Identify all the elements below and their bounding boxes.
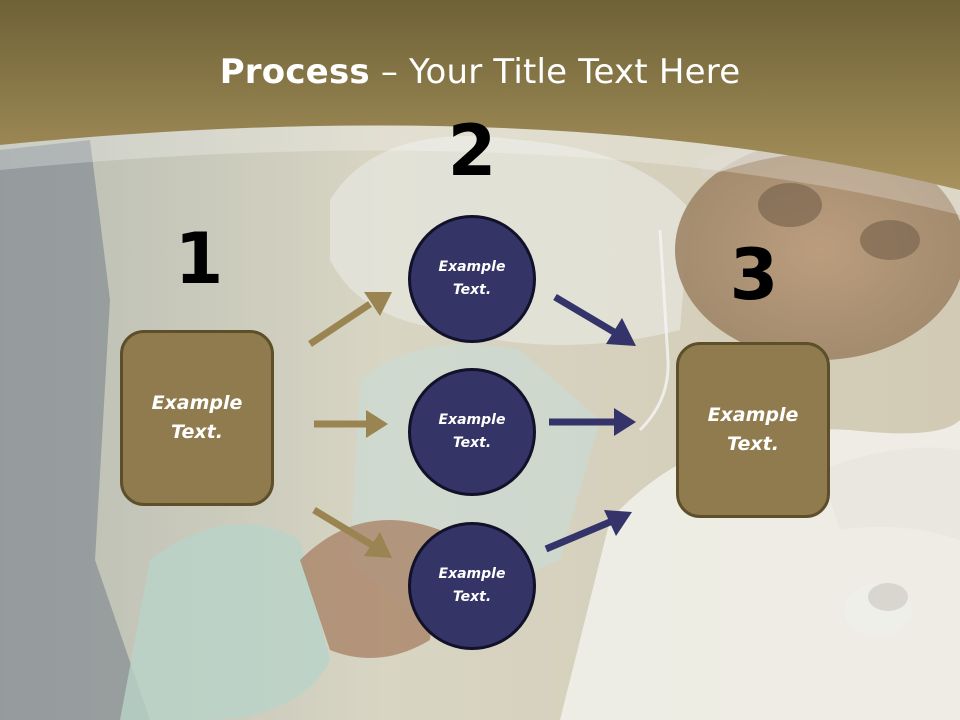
title-rest: – Your Title Text Here bbox=[369, 52, 741, 92]
navy-arrow-up bbox=[544, 510, 632, 553]
title-bold: Process bbox=[219, 52, 370, 92]
step-circle-top: Example Text. bbox=[408, 215, 536, 343]
gold-arrow-right bbox=[314, 410, 388, 438]
step-box-left: Example Text. bbox=[120, 330, 274, 506]
slide-title: Process – Your Title Text Here bbox=[0, 52, 960, 92]
step-circle-middle: Example Text. bbox=[408, 368, 536, 496]
navy-arrow-down bbox=[553, 293, 636, 346]
step-box-right: Example Text. bbox=[676, 342, 830, 518]
step-number-3: 3 bbox=[729, 234, 779, 316]
step-circle-bottom: Example Text. bbox=[408, 522, 536, 650]
step-number-1: 1 bbox=[174, 218, 224, 300]
step-number-2: 2 bbox=[447, 110, 497, 192]
gold-arrow-down bbox=[312, 507, 392, 558]
navy-arrow-right bbox=[549, 408, 636, 436]
gold-arrow-up bbox=[308, 292, 392, 347]
